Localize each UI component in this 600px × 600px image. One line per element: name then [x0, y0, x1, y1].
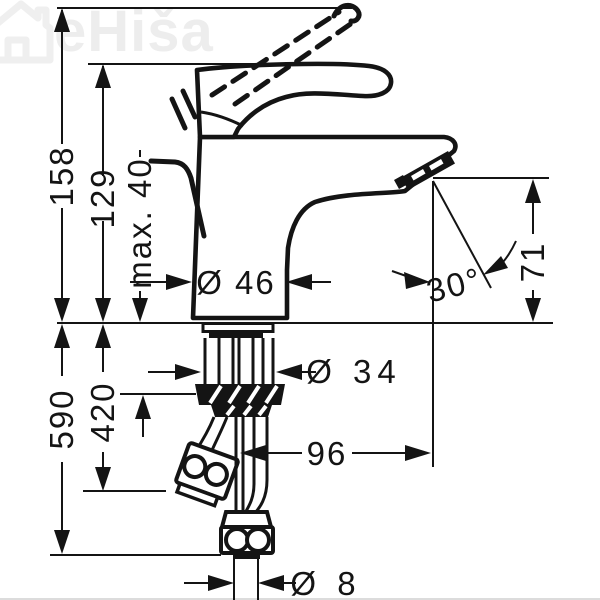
- faucet-handle: [194, 61, 394, 140]
- faucet-body: [190, 134, 458, 321]
- dim-total-height-label: 158: [43, 145, 80, 206]
- left-hose-connector: [174, 441, 240, 508]
- dim-shank-diameter-label: Ø 34: [306, 353, 402, 390]
- handle-raised-dashed: [169, 2, 362, 131]
- dim-outlet-height-label: 71: [514, 242, 551, 283]
- reference-lines: [50, 7, 553, 556]
- bottom-hose-connector: [219, 510, 275, 559]
- aerator: [394, 151, 455, 190]
- dim-handle-height-label: 129: [84, 167, 121, 228]
- watermark-logo: eHiša: [0, 0, 214, 78]
- mounting-assembly: [174, 322, 285, 600]
- dim-base-diameter-label: Ø 46: [196, 264, 276, 301]
- dimension-labels: 158 129 max. 40 590 420 71 Ø 46 30° Ø 34…: [43, 145, 551, 600]
- popup-rod: [148, 158, 207, 239]
- faucet-outline: [148, 2, 458, 321]
- dim-hose-short-label: 420: [84, 381, 121, 442]
- dim-spout-reach-label: 96: [307, 435, 348, 472]
- dim-hose-long-label: 590: [43, 388, 80, 449]
- dim-max-depth-label: max. 40: [121, 157, 158, 288]
- house-icon: [0, 0, 60, 78]
- watermark-text: eHiša: [54, 0, 214, 64]
- image-bottom-edge: [0, 598, 600, 600]
- dimension-lines: [54, 8, 541, 591]
- mounting-nut: [195, 384, 285, 417]
- dim-hose-end-diameter-label: Ø 8: [290, 565, 361, 600]
